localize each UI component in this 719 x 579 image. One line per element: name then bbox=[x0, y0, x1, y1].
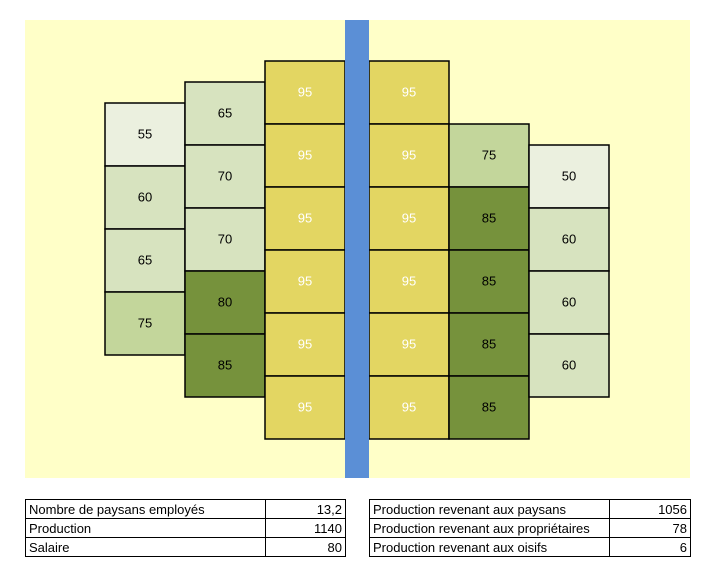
river bbox=[345, 20, 369, 478]
idle-share-label: Production revenant aux oisifs bbox=[369, 537, 610, 557]
left-summary-table: Nombre de paysans employés 13,2 Producti… bbox=[25, 499, 346, 557]
parcel-value-left-3-2: 95 bbox=[298, 148, 312, 163]
parcel-value-left-3-4: 95 bbox=[298, 274, 312, 289]
production-label: Production bbox=[25, 518, 266, 538]
peasants-employed-label: Nombre de paysans employés bbox=[25, 499, 266, 519]
peasants-share-value: 1056 bbox=[609, 499, 691, 519]
parcel-cell-right-3-3 bbox=[528, 270, 610, 335]
parcel-value-right-2-4: 85 bbox=[482, 337, 496, 352]
right-summary-table: Production revenant aux paysans 1056 Pro… bbox=[369, 499, 691, 557]
parcel-cell-left-2-5 bbox=[184, 333, 266, 398]
table-row: Production revenant aux oisifs 6 bbox=[369, 537, 691, 557]
parcel-cell-right-2-5 bbox=[448, 375, 530, 440]
parcel-value-right-1-4: 95 bbox=[402, 274, 416, 289]
parcel-value-left-1-2: 60 bbox=[138, 190, 152, 205]
parcel-value-left-1-1: 55 bbox=[138, 127, 152, 142]
idle-share-value: 6 bbox=[609, 537, 691, 557]
parcel-grid: 55 60 65 75 65 70 70 80 85 95 95 95 95 95 95 95 95 95 95 95… bbox=[104, 60, 610, 440]
parcel-value-right-2-1: 75 bbox=[482, 148, 496, 163]
parcel-value-left-2-3: 70 bbox=[218, 232, 232, 247]
parcel-value-left-2-1: 65 bbox=[218, 106, 232, 121]
parcel-value-right-2-2: 85 bbox=[482, 211, 496, 226]
table-row: Production 1140 bbox=[25, 518, 346, 538]
parcel-value-left-3-3: 95 bbox=[298, 211, 312, 226]
wage-label: Salaire bbox=[25, 537, 266, 557]
parcel-value-right-2-3: 85 bbox=[482, 274, 496, 289]
parcel-cell-right-2-4 bbox=[448, 312, 530, 377]
parcel-value-right-2-5: 85 bbox=[482, 400, 496, 415]
parcel-value-right-1-1: 95 bbox=[402, 85, 416, 100]
parcel-cell-right-1-1 bbox=[368, 60, 450, 125]
parcel-cell-left-2-3 bbox=[184, 207, 266, 272]
parcel-value-left-2-4: 80 bbox=[218, 295, 232, 310]
table-row: Nombre de paysans employés 13,2 bbox=[25, 499, 346, 519]
table-row: Production revenant aux paysans 1056 bbox=[369, 499, 691, 519]
parcel-value-right-3-4: 60 bbox=[562, 358, 576, 373]
parcel-cell-left-3-4 bbox=[264, 249, 346, 314]
owners-share-label: Production revenant aux propriétaires bbox=[369, 518, 610, 538]
production-value: 1140 bbox=[265, 518, 346, 538]
parcel-value-right-1-5: 95 bbox=[402, 337, 416, 352]
parcel-value-left-1-3: 65 bbox=[138, 253, 152, 268]
parcel-value-right-3-1: 50 bbox=[562, 169, 576, 184]
parcel-value-right-1-6: 95 bbox=[402, 400, 416, 415]
parcel-cell-left-3-2 bbox=[264, 123, 346, 188]
parcel-cell-left-2-4 bbox=[184, 270, 266, 335]
owners-share-value: 78 bbox=[609, 518, 691, 538]
peasants-share-label: Production revenant aux paysans bbox=[369, 499, 610, 519]
parcel-value-left-3-5: 95 bbox=[298, 337, 312, 352]
parcel-value-right-1-3: 95 bbox=[402, 211, 416, 226]
parcel-value-right-3-3: 60 bbox=[562, 295, 576, 310]
parcel-cell-left-1-1 bbox=[104, 102, 186, 167]
parcel-cell-right-1-6 bbox=[368, 375, 450, 440]
parcel-cell-right-1-5 bbox=[368, 312, 450, 377]
parcel-value-left-2-5: 85 bbox=[218, 358, 232, 373]
parcel-value-right-3-2: 60 bbox=[562, 232, 576, 247]
parcel-cell-left-1-3 bbox=[104, 228, 186, 293]
parcel-value-right-1-2: 95 bbox=[402, 148, 416, 163]
parcel-cell-left-3-1 bbox=[264, 60, 346, 125]
peasants-employed-value: 13,2 bbox=[265, 499, 346, 519]
parcel-value-left-1-4: 75 bbox=[138, 316, 152, 331]
parcel-cell-left-3-6 bbox=[264, 375, 346, 440]
parcel-value-left-2-2: 70 bbox=[218, 169, 232, 184]
parcel-cell-right-3-4 bbox=[528, 333, 610, 398]
parcel-cell-left-3-5 bbox=[264, 312, 346, 377]
parcel-value-left-3-1: 95 bbox=[298, 85, 312, 100]
table-row: Salaire 80 bbox=[25, 537, 346, 557]
parcel-value-left-3-6: 95 bbox=[298, 400, 312, 415]
wage-value: 80 bbox=[265, 537, 346, 557]
table-row: Production revenant aux propriétaires 78 bbox=[369, 518, 691, 538]
